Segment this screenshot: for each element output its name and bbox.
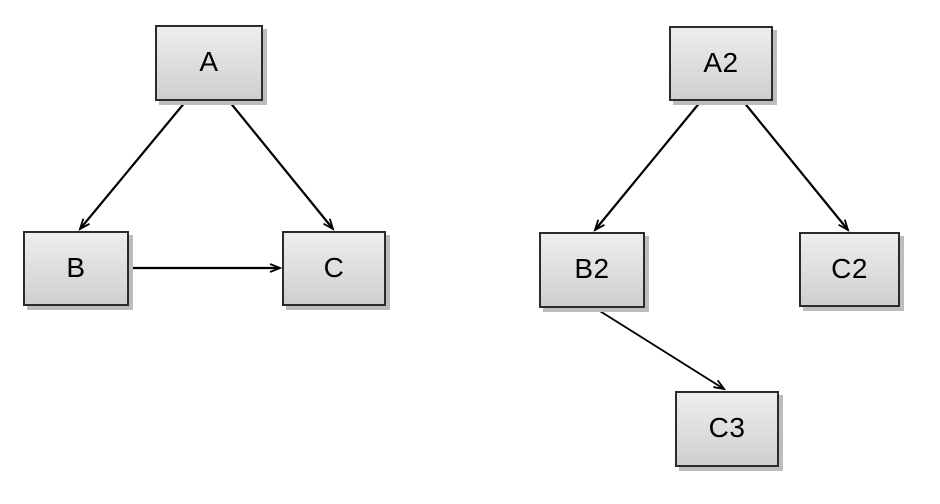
node-c2-label: C2: [831, 252, 868, 284]
node-a2-label: A2: [703, 46, 739, 78]
node-b2[interactable]: B2: [539, 232, 645, 308]
edge-a-to-c: [228, 100, 335, 231]
node-a[interactable]: A: [155, 25, 263, 101]
node-c-label: C: [323, 251, 345, 283]
node-b2-label: B2: [574, 253, 610, 284]
edge-a2-to-b2: [593, 100, 702, 232]
node-c3-label: C3: [708, 412, 746, 443]
edge-b2-to-c3: [594, 307, 727, 391]
edge-a2-to-c2: [742, 100, 850, 232]
node-b[interactable]: B: [23, 231, 129, 306]
node-c2[interactable]: C2: [799, 232, 900, 307]
node-c3[interactable]: C3: [675, 391, 779, 467]
edge-a-to-b: [78, 100, 187, 231]
node-a2[interactable]: A2: [669, 26, 773, 101]
node-a-label: A: [199, 46, 219, 77]
node-b-label: B: [66, 251, 86, 283]
node-c[interactable]: C: [282, 231, 386, 306]
